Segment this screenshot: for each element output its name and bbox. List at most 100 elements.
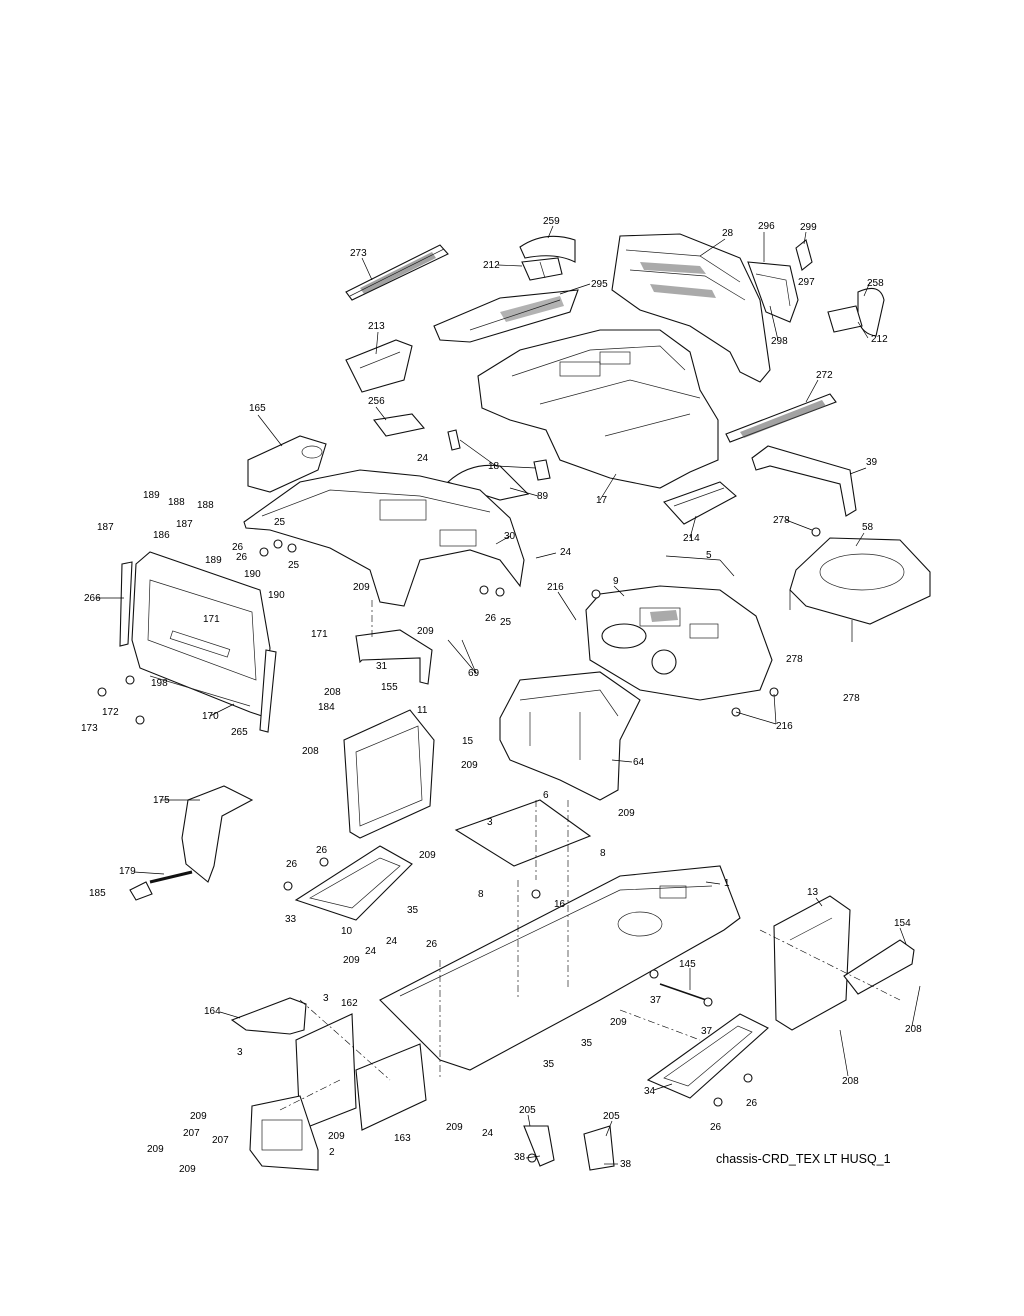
callout-186: 186 — [153, 530, 170, 541]
diagram-caption: chassis-CRD_TEX LT HUSQ_1 — [716, 1152, 891, 1166]
callout-35: 35 — [543, 1059, 555, 1070]
callout-37: 37 — [701, 1026, 713, 1037]
callout-273: 273 — [350, 248, 367, 259]
callout-25: 25 — [274, 517, 286, 528]
callout-6: 6 — [543, 790, 549, 801]
hardware-nuts — [97, 527, 821, 1163]
callout-18: 18 — [488, 461, 500, 472]
callout-209: 209 — [419, 850, 436, 861]
callout-265: 265 — [231, 727, 248, 738]
callout-24: 24 — [560, 547, 572, 558]
callout-175: 175 — [153, 795, 170, 806]
callout-209: 209 — [179, 1164, 196, 1175]
callout-9: 9 — [613, 576, 619, 587]
callout-173: 173 — [81, 723, 98, 734]
callout-278: 278 — [773, 515, 790, 526]
callout-162: 162 — [341, 998, 358, 1009]
callout-170: 170 — [202, 711, 219, 722]
part-295-vent-cover — [433, 289, 579, 343]
callout-34: 34 — [644, 1086, 656, 1097]
callout-37: 37 — [650, 995, 662, 1006]
part-30-fender — [243, 469, 525, 607]
part-9-dash-panel — [585, 585, 773, 701]
part-2-lower-plate — [249, 1095, 319, 1171]
part-256-plate — [373, 413, 426, 437]
callout-3: 3 — [237, 1047, 243, 1058]
part-6-plate — [454, 799, 592, 867]
callout-38: 38 — [620, 1159, 632, 1170]
callout-185: 185 — [89, 888, 106, 899]
callout-28: 28 — [722, 228, 734, 239]
part-38-bracket-b — [583, 1125, 615, 1171]
part-213-side-piece — [345, 339, 413, 393]
part-154-bracket — [843, 939, 915, 995]
callout-39: 39 — [866, 457, 878, 468]
callout-26: 26 — [316, 845, 328, 856]
callout-188: 188 — [168, 497, 185, 508]
part-165-lid — [247, 435, 327, 493]
callout-1: 1 — [724, 878, 730, 889]
callout-labels: 259 212 273 295 28 296 299 297 258 298 2… — [81, 216, 922, 1175]
part-89-dash-pad — [446, 464, 530, 501]
part-17-hood — [477, 329, 719, 489]
callout-16: 16 — [554, 899, 566, 910]
part-170-front-frame — [131, 551, 271, 717]
callout-8: 8 — [478, 889, 484, 900]
callout-26: 26 — [426, 939, 438, 950]
part-34-footrest — [646, 1013, 769, 1099]
callout-25: 25 — [288, 560, 300, 571]
callout-209: 209 — [353, 582, 370, 593]
callout-25: 25 — [500, 617, 512, 628]
callout-15: 15 — [462, 736, 474, 747]
part-273-grille-strip — [345, 244, 449, 301]
callout-209: 209 — [147, 1144, 164, 1155]
callout-216: 216 — [776, 721, 793, 732]
callout-207: 207 — [212, 1135, 229, 1146]
callout-299: 299 — [800, 222, 817, 233]
part-31-bracket — [355, 629, 433, 685]
callout-259: 259 — [543, 216, 560, 227]
callout-298: 298 — [771, 336, 788, 347]
callout-5: 5 — [706, 550, 712, 561]
callout-184: 184 — [318, 702, 335, 713]
part-145-tie-bar — [659, 983, 713, 1003]
callout-89: 89 — [537, 491, 549, 502]
callout-35: 35 — [407, 905, 419, 916]
callout-26: 26 — [286, 859, 298, 870]
part-18-pad — [447, 429, 461, 451]
assembly-lines — [279, 600, 901, 1111]
callout-58: 58 — [862, 522, 874, 533]
part-265-side-strip — [259, 649, 277, 733]
callout-208: 208 — [324, 687, 341, 698]
callout-209: 209 — [446, 1122, 463, 1133]
part-163-side-plate — [355, 1043, 427, 1131]
callout-209: 209 — [190, 1111, 207, 1122]
callout-172: 172 — [102, 707, 119, 718]
callout-189: 189 — [143, 490, 160, 501]
part-272-grille-strip — [725, 393, 837, 443]
callout-208: 208 — [302, 746, 319, 757]
callout-272: 272 — [816, 370, 833, 381]
callout-26: 26 — [710, 1122, 722, 1133]
part-164-bracket — [230, 997, 307, 1035]
callout-31: 31 — [376, 661, 388, 672]
part-39-bracket — [751, 445, 857, 517]
callout-214: 214 — [683, 533, 700, 544]
callout-69: 69 — [468, 668, 480, 679]
callout-190: 190 — [244, 569, 261, 580]
callout-13: 13 — [807, 887, 819, 898]
callout-24: 24 — [365, 946, 377, 957]
callout-213: 213 — [368, 321, 385, 332]
callout-155: 155 — [381, 682, 398, 693]
part-58-floor-pan — [789, 537, 931, 642]
callout-188: 188 — [197, 500, 214, 511]
part-64-seat-bracket — [499, 671, 641, 801]
callout-212: 212 — [483, 260, 500, 271]
part-299-clip — [795, 239, 813, 271]
callout-17: 17 — [596, 495, 608, 506]
callout-24: 24 — [482, 1128, 494, 1139]
callout-209: 209 — [343, 955, 360, 966]
callout-216: 216 — [547, 582, 564, 593]
callout-212: 212 — [871, 334, 888, 345]
part-13-side-plate — [773, 895, 851, 1031]
